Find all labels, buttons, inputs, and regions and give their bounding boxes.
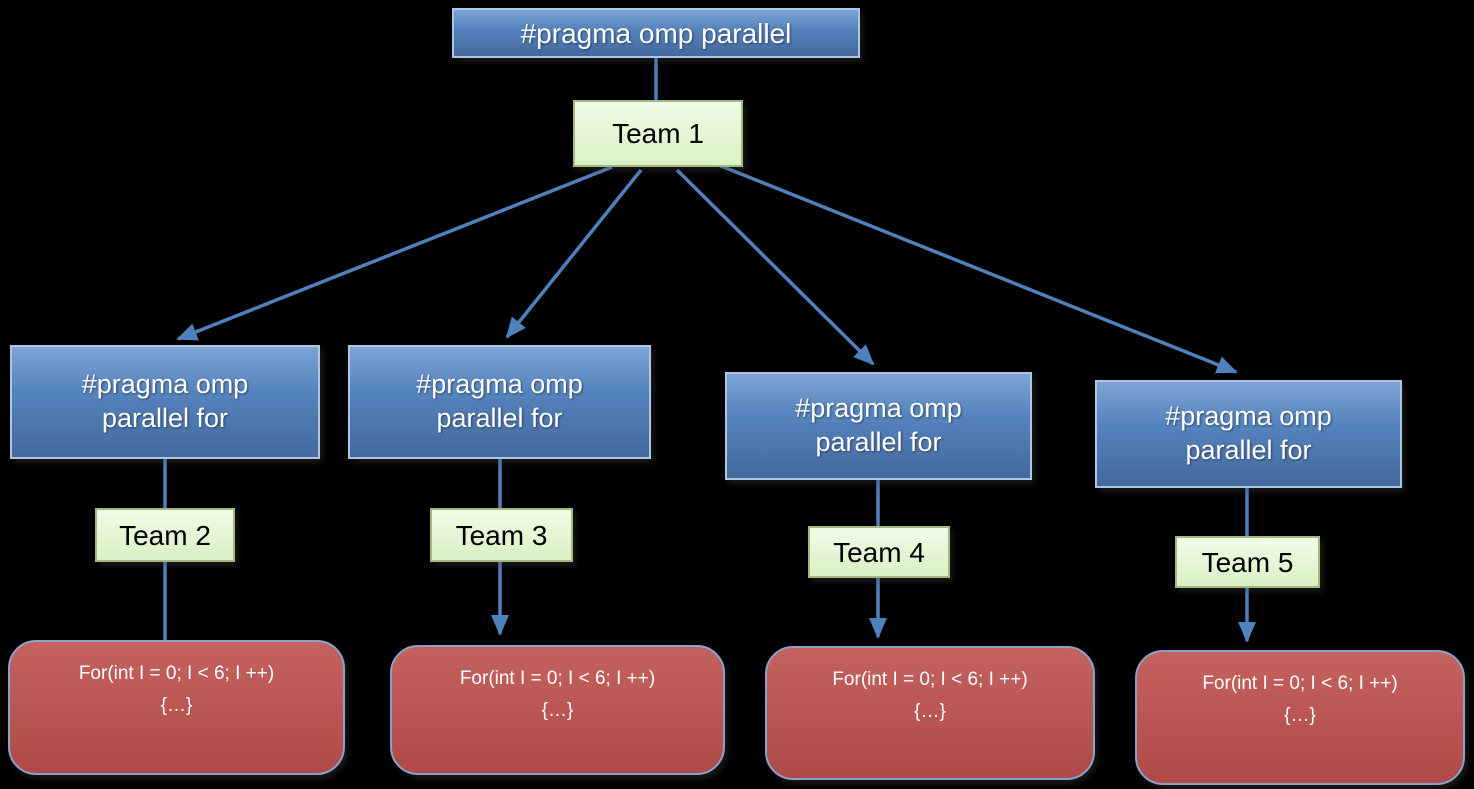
branch1-code-node: For(int I = 0; I < 6; I ++) {…} (8, 640, 345, 775)
branch3-pragma-label: #pragma omp parallel for (795, 393, 962, 457)
branch4-code-node: For(int I = 0; I < 6; I ++) {…} (1135, 650, 1465, 785)
branch2-team-label: Team 3 (455, 519, 548, 551)
team1-label: Team 1 (612, 118, 704, 149)
branch3-pragma-node: #pragma omp parallel for (725, 372, 1032, 480)
branch4-pragma-node: #pragma omp parallel for (1095, 380, 1402, 488)
branch2-team-node: Team 3 (430, 508, 573, 562)
branch1-pragma-label: #pragma omp parallel for (81, 369, 249, 433)
branch2-code-node: For(int I = 0; I < 6; I ++) {…} (390, 645, 725, 775)
root-pragma-label: #pragma omp parallel (520, 17, 792, 49)
branch3-team-label: Team 4 (833, 536, 925, 568)
branch1-team-node: Team 2 (95, 508, 235, 562)
branch4-code-line2: {…} (1284, 705, 1316, 727)
branch1-pragma-node: #pragma omp parallel for (10, 345, 320, 459)
branch1-code-line2: {…} (160, 695, 193, 717)
branch4-team-node: Team 5 (1175, 536, 1320, 588)
branch4-code-line1: For(int I = 0; I < 6; I ++) (1202, 673, 1398, 694)
branch4-team-label: Team 5 (1201, 546, 1294, 578)
branch3-code-node: For(int I = 0; I < 6; I ++) {…} (765, 646, 1095, 780)
branch3-team-node: Team 4 (808, 526, 950, 578)
branch1-team-label: Team 2 (119, 519, 211, 551)
branch1-code-line1: For(int I = 0; I < 6; I ++) (78, 663, 275, 684)
branch2-code-line2: {…} (541, 700, 574, 722)
branch4-pragma-label: #pragma omp parallel for (1165, 401, 1332, 465)
branch3-code-line2: {…} (914, 701, 946, 723)
branch2-code-line1: For(int I = 0; I < 6; I ++) (459, 668, 656, 689)
root-pragma-node: #pragma omp parallel (452, 8, 860, 58)
team1-node: Team 1 (573, 100, 743, 167)
branch3-code-line1: For(int I = 0; I < 6; I ++) (832, 669, 1028, 690)
branch2-pragma-node: #pragma omp parallel for (348, 345, 651, 459)
branch2-pragma-label: #pragma omp parallel for (416, 369, 583, 433)
